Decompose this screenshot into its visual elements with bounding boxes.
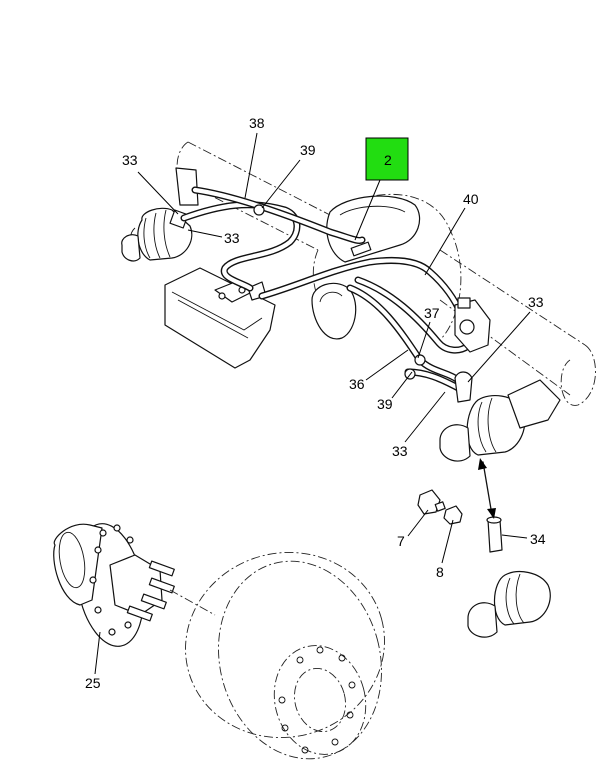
callout-37[interactable]: 37 bbox=[424, 305, 440, 321]
callout-33-upper-left[interactable]: 33 bbox=[122, 152, 138, 168]
callout-36[interactable]: 36 bbox=[349, 376, 365, 392]
callout-labels: 2 38 39 33 33 40 33 37 36 39 33 7 8 34 2… bbox=[85, 115, 546, 691]
mounting-bracket bbox=[164, 267, 276, 369]
fitting-7 bbox=[417, 489, 446, 515]
callout-7[interactable]: 7 bbox=[397, 533, 405, 549]
differential-carrier bbox=[311, 195, 421, 340]
callout-39-lower[interactable]: 39 bbox=[377, 396, 393, 412]
right-brake-chamber bbox=[439, 371, 561, 462]
callout-8[interactable]: 8 bbox=[436, 564, 444, 580]
callout-33-right[interactable]: 33 bbox=[528, 294, 544, 310]
lower-brake-chamber bbox=[467, 571, 551, 638]
fitting-8 bbox=[443, 505, 463, 525]
fitting-34 bbox=[486, 516, 503, 553]
callout-39-upper[interactable]: 39 bbox=[300, 142, 316, 158]
callout-33-left[interactable]: 33 bbox=[224, 230, 240, 246]
callout-40[interactable]: 40 bbox=[463, 191, 479, 207]
relay-valve bbox=[454, 297, 491, 353]
air-hoses bbox=[180, 186, 472, 394]
callout-25[interactable]: 25 bbox=[85, 675, 101, 691]
highlight-box-2[interactable] bbox=[365, 137, 409, 181]
callout-38[interactable]: 38 bbox=[249, 115, 265, 131]
callout-2[interactable]: 2 bbox=[384, 152, 392, 168]
callout-33-lower[interactable]: 33 bbox=[392, 443, 408, 459]
brake-drum bbox=[185, 551, 385, 760]
wheel-hub bbox=[53, 523, 216, 647]
leader-lines bbox=[94, 132, 531, 675]
callout-34[interactable]: 34 bbox=[530, 531, 546, 547]
arrow-indicator bbox=[478, 458, 496, 519]
